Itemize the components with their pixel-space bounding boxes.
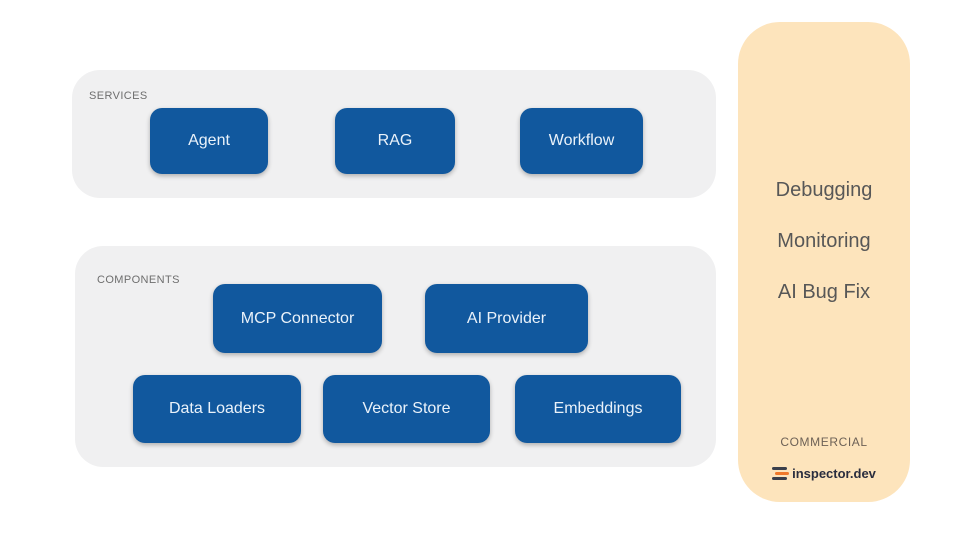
node-workflow: Workflow xyxy=(520,108,643,174)
commercial-feature-list: Debugging Monitoring AI Bug Fix xyxy=(738,178,910,331)
logo-bar-bottom xyxy=(772,477,788,480)
brand-name: inspector.dev xyxy=(792,466,876,481)
components-panel: COMPONENTS MCP Connector AI Provider Dat… xyxy=(75,246,716,467)
node-data-loaders: Data Loaders xyxy=(133,375,301,443)
commercial-tier-label: COMMERCIAL xyxy=(780,435,868,449)
commercial-panel: Debugging Monitoring AI Bug Fix COMMERCI… xyxy=(738,22,910,502)
feature-monitoring: Monitoring xyxy=(777,230,871,252)
node-embeddings: Embeddings xyxy=(515,375,681,443)
node-vector-store: Vector Store xyxy=(323,375,490,443)
feature-debugging: Debugging xyxy=(775,179,873,201)
node-ai-provider: AI Provider xyxy=(425,284,588,353)
services-panel: SERVICES Agent RAG Workflow xyxy=(72,70,716,198)
components-panel-label: COMPONENTS xyxy=(97,274,180,286)
node-mcp-connector: MCP Connector xyxy=(213,284,382,353)
node-agent: Agent xyxy=(150,108,268,174)
node-rag: RAG xyxy=(335,108,455,174)
logo-bar-middle xyxy=(775,472,790,475)
feature-ai-bug-fix: AI Bug Fix xyxy=(777,281,871,303)
brand-row: inspector.dev xyxy=(738,466,910,481)
logo-bar-top xyxy=(772,467,788,470)
services-panel-label: SERVICES xyxy=(89,90,148,102)
inspector-logo-icon xyxy=(772,467,790,480)
